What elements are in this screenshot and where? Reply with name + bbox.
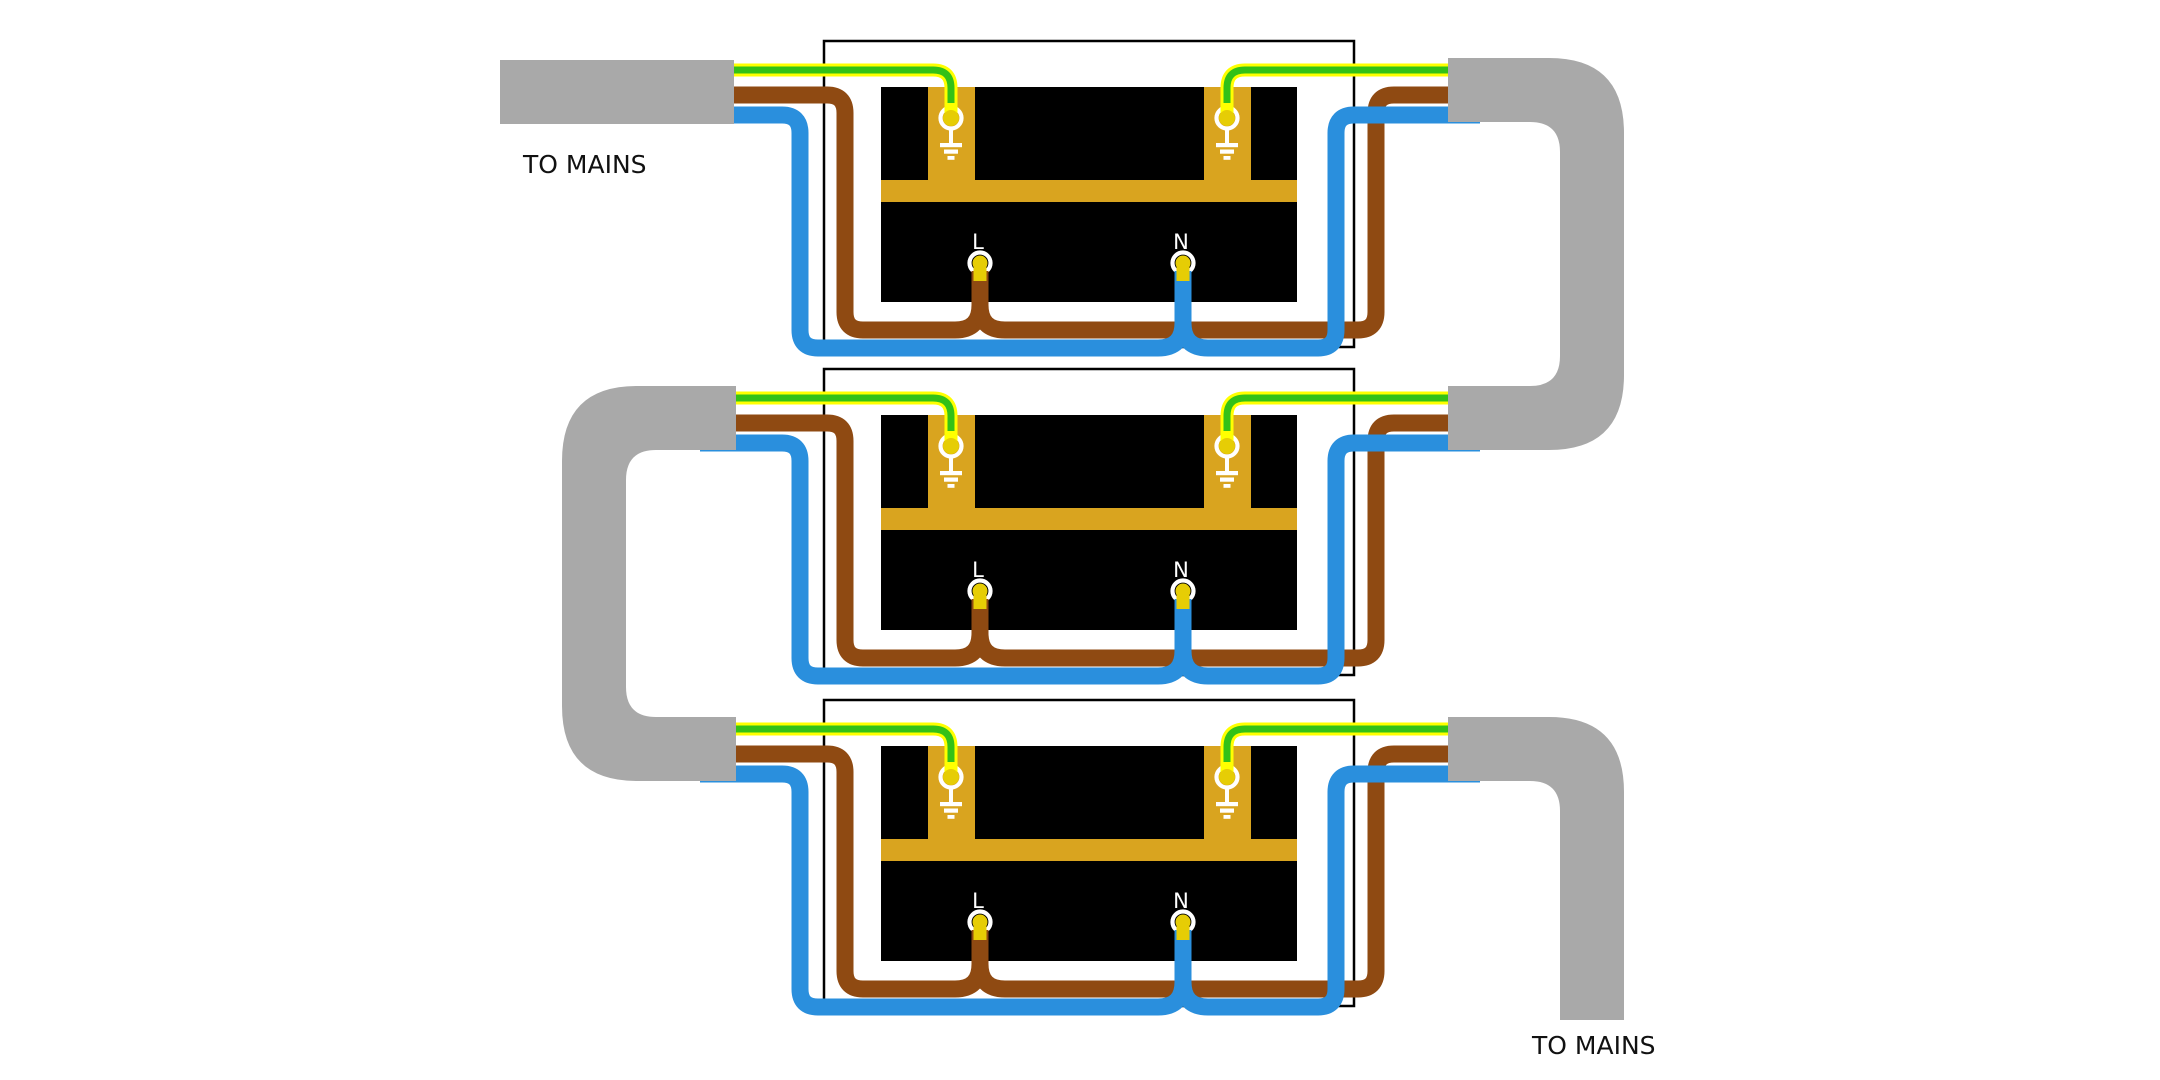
link-cable-sheath-left: [562, 386, 736, 781]
live-wire-left: [700, 86, 989, 339]
neutral-wire-right: [1174, 765, 1480, 1016]
socket-unit-3: L N: [700, 698, 1480, 1016]
neutral-terminal-label: N: [1173, 558, 1189, 582]
earth-icon: [1216, 128, 1238, 160]
earth-terminal-contact-left: [943, 769, 959, 785]
neutral-terminal-contact: [1175, 255, 1191, 271]
to-mains-label-top: TO MAINS: [522, 150, 647, 179]
earth-wire-right-stripe: [1223, 725, 1480, 762]
socket-unit-1: L N: [700, 39, 1480, 357]
neutral-wire-left: [700, 765, 1192, 1016]
live-terminal-contact: [972, 583, 988, 599]
earth-icon: [1216, 787, 1238, 819]
live-wire-right: [971, 414, 1480, 667]
earth-wire-right-stripe: [1223, 394, 1480, 431]
live-wire-right: [971, 745, 1480, 998]
live-wire-right: [971, 86, 1480, 339]
mains-cable-sheath-bottom-right: [1448, 717, 1624, 1020]
live-terminal-label: L: [972, 230, 984, 254]
neutral-terminal-contact: [1175, 914, 1191, 930]
neutral-wire-left: [700, 106, 1192, 357]
earth-terminal-contact-right: [1219, 769, 1235, 785]
neutral-wire-left: [700, 434, 1192, 685]
neutral-terminal-contact: [1175, 583, 1191, 599]
earth-wire-right-stripe: [1223, 66, 1480, 103]
live-wire-left: [700, 414, 989, 667]
earth-terminal-contact-right: [1219, 110, 1235, 126]
live-terminal-label: L: [972, 889, 984, 913]
live-terminal-label: L: [972, 558, 984, 582]
brass-busbar: [881, 508, 1297, 530]
earth-wire-left-stripe: [700, 66, 955, 103]
earth-terminal-contact-right: [1219, 438, 1235, 454]
link-cable-sheath-right: [1448, 58, 1624, 450]
neutral-terminal-label: N: [1173, 889, 1189, 913]
to-mains-label-bottom: TO MAINS: [1531, 1031, 1656, 1060]
earth-terminal-contact-left: [943, 438, 959, 454]
earth-icon: [1216, 456, 1238, 488]
earth-icon: [940, 787, 962, 819]
live-terminal-contact: [972, 255, 988, 271]
mains-cable-sheath-top-left: [500, 60, 734, 124]
neutral-terminal-label: N: [1173, 230, 1189, 254]
neutral-wire-right: [1174, 434, 1480, 685]
live-terminal-contact: [972, 914, 988, 930]
earth-wire-left-stripe: [700, 725, 955, 762]
earth-terminal-contact-left: [943, 110, 959, 126]
socket-unit-2: L N: [700, 367, 1480, 685]
live-wire-left: [700, 745, 989, 998]
brass-busbar: [881, 839, 1297, 861]
earth-icon: [940, 128, 962, 160]
earth-icon: [940, 456, 962, 488]
neutral-wire-right: [1174, 106, 1480, 357]
earth-wire-left-stripe: [700, 394, 955, 431]
brass-busbar: [881, 180, 1297, 202]
